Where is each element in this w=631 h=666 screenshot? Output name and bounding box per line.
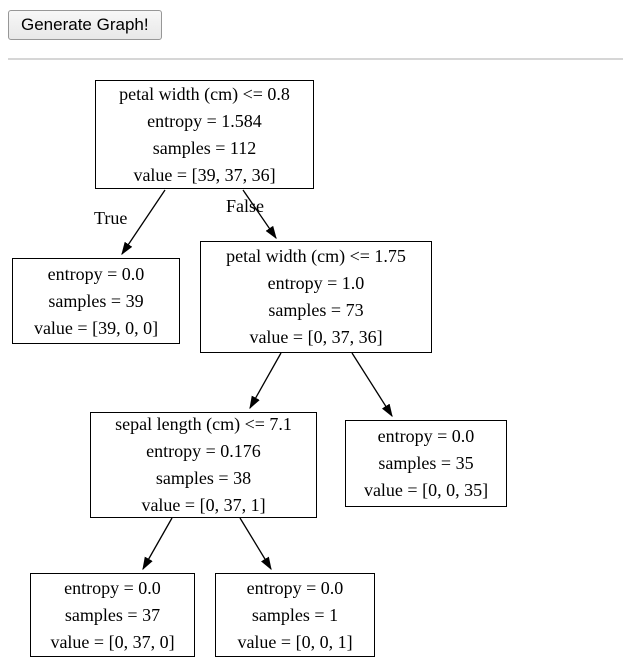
decision-tree-graph: True False petal width (cm) <= 0.8 entro…: [0, 60, 631, 666]
edge-label-true: True: [94, 208, 128, 228]
tree-node-bottom-left-leaf: entropy = 0.0 samples = 37 value = [0, 3…: [30, 573, 195, 657]
edge-split3-right-arrow: [239, 517, 272, 571]
node-line: entropy = 0.0: [377, 426, 475, 446]
node-line: sepal length (cm) <= 7.1: [115, 414, 292, 434]
edge-split2-left-arrow: [249, 352, 282, 410]
edge-label-false: False: [226, 196, 264, 216]
node-line: entropy = 1.0: [267, 273, 365, 293]
node-line: entropy = 0.0: [64, 577, 161, 598]
tree-node-right-leaf: entropy = 0.0 samples = 35 value = [0, 0…: [345, 420, 507, 507]
toolbar: Generate Graph!: [0, 0, 631, 40]
node-line: petal width (cm) <= 1.75: [226, 246, 406, 266]
tree-edges: [121, 189, 393, 571]
node-line: entropy = 0.176: [146, 441, 261, 461]
node-line: value = [0, 0, 35]: [363, 480, 489, 500]
node-line: samples = 73: [268, 300, 364, 320]
tree-node-root: petal width (cm) <= 0.8 entropy = 1.584 …: [95, 80, 314, 189]
node-line: samples = 35: [378, 453, 474, 473]
node-line: entropy = 0.0: [47, 263, 145, 284]
node-line: samples = 112: [152, 137, 257, 158]
tree-node-right-split: petal width (cm) <= 1.75 entropy = 1.0 s…: [200, 241, 432, 353]
node-line: value = [0, 37, 1]: [141, 495, 266, 515]
tree-node-sepal-split: sepal length (cm) <= 7.1 entropy = 0.176…: [90, 412, 317, 518]
node-line: value = [39, 0, 0]: [33, 317, 159, 338]
node-line: entropy = 1.584: [147, 110, 262, 131]
node-line: petal width (cm) <= 0.8: [119, 83, 290, 104]
node-line: value = [0, 37, 36]: [249, 327, 383, 347]
generate-graph-button[interactable]: Generate Graph!: [8, 10, 162, 40]
node-line: samples = 37: [64, 604, 161, 625]
node-line: value = [0, 0, 1]: [237, 631, 353, 652]
tree-node-left-leaf: entropy = 0.0 samples = 39 value = [39, …: [12, 258, 180, 344]
divider: [8, 58, 623, 60]
edge-root-true-arrow: [121, 189, 166, 256]
node-line: entropy = 0.0: [246, 577, 344, 598]
edge-split3-left-arrow: [142, 517, 173, 571]
edge-split2-right-arrow: [351, 352, 393, 418]
tree-node-bottom-right-leaf: entropy = 0.0 samples = 1 value = [0, 0,…: [215, 573, 375, 657]
node-line: samples = 39: [48, 290, 144, 311]
node-line: samples = 1: [251, 604, 339, 625]
node-line: samples = 38: [155, 468, 252, 488]
node-line: value = [0, 37, 0]: [50, 631, 175, 652]
node-line: value = [39, 37, 36]: [133, 164, 276, 185]
edge-root-false-arrow: [242, 189, 277, 240]
